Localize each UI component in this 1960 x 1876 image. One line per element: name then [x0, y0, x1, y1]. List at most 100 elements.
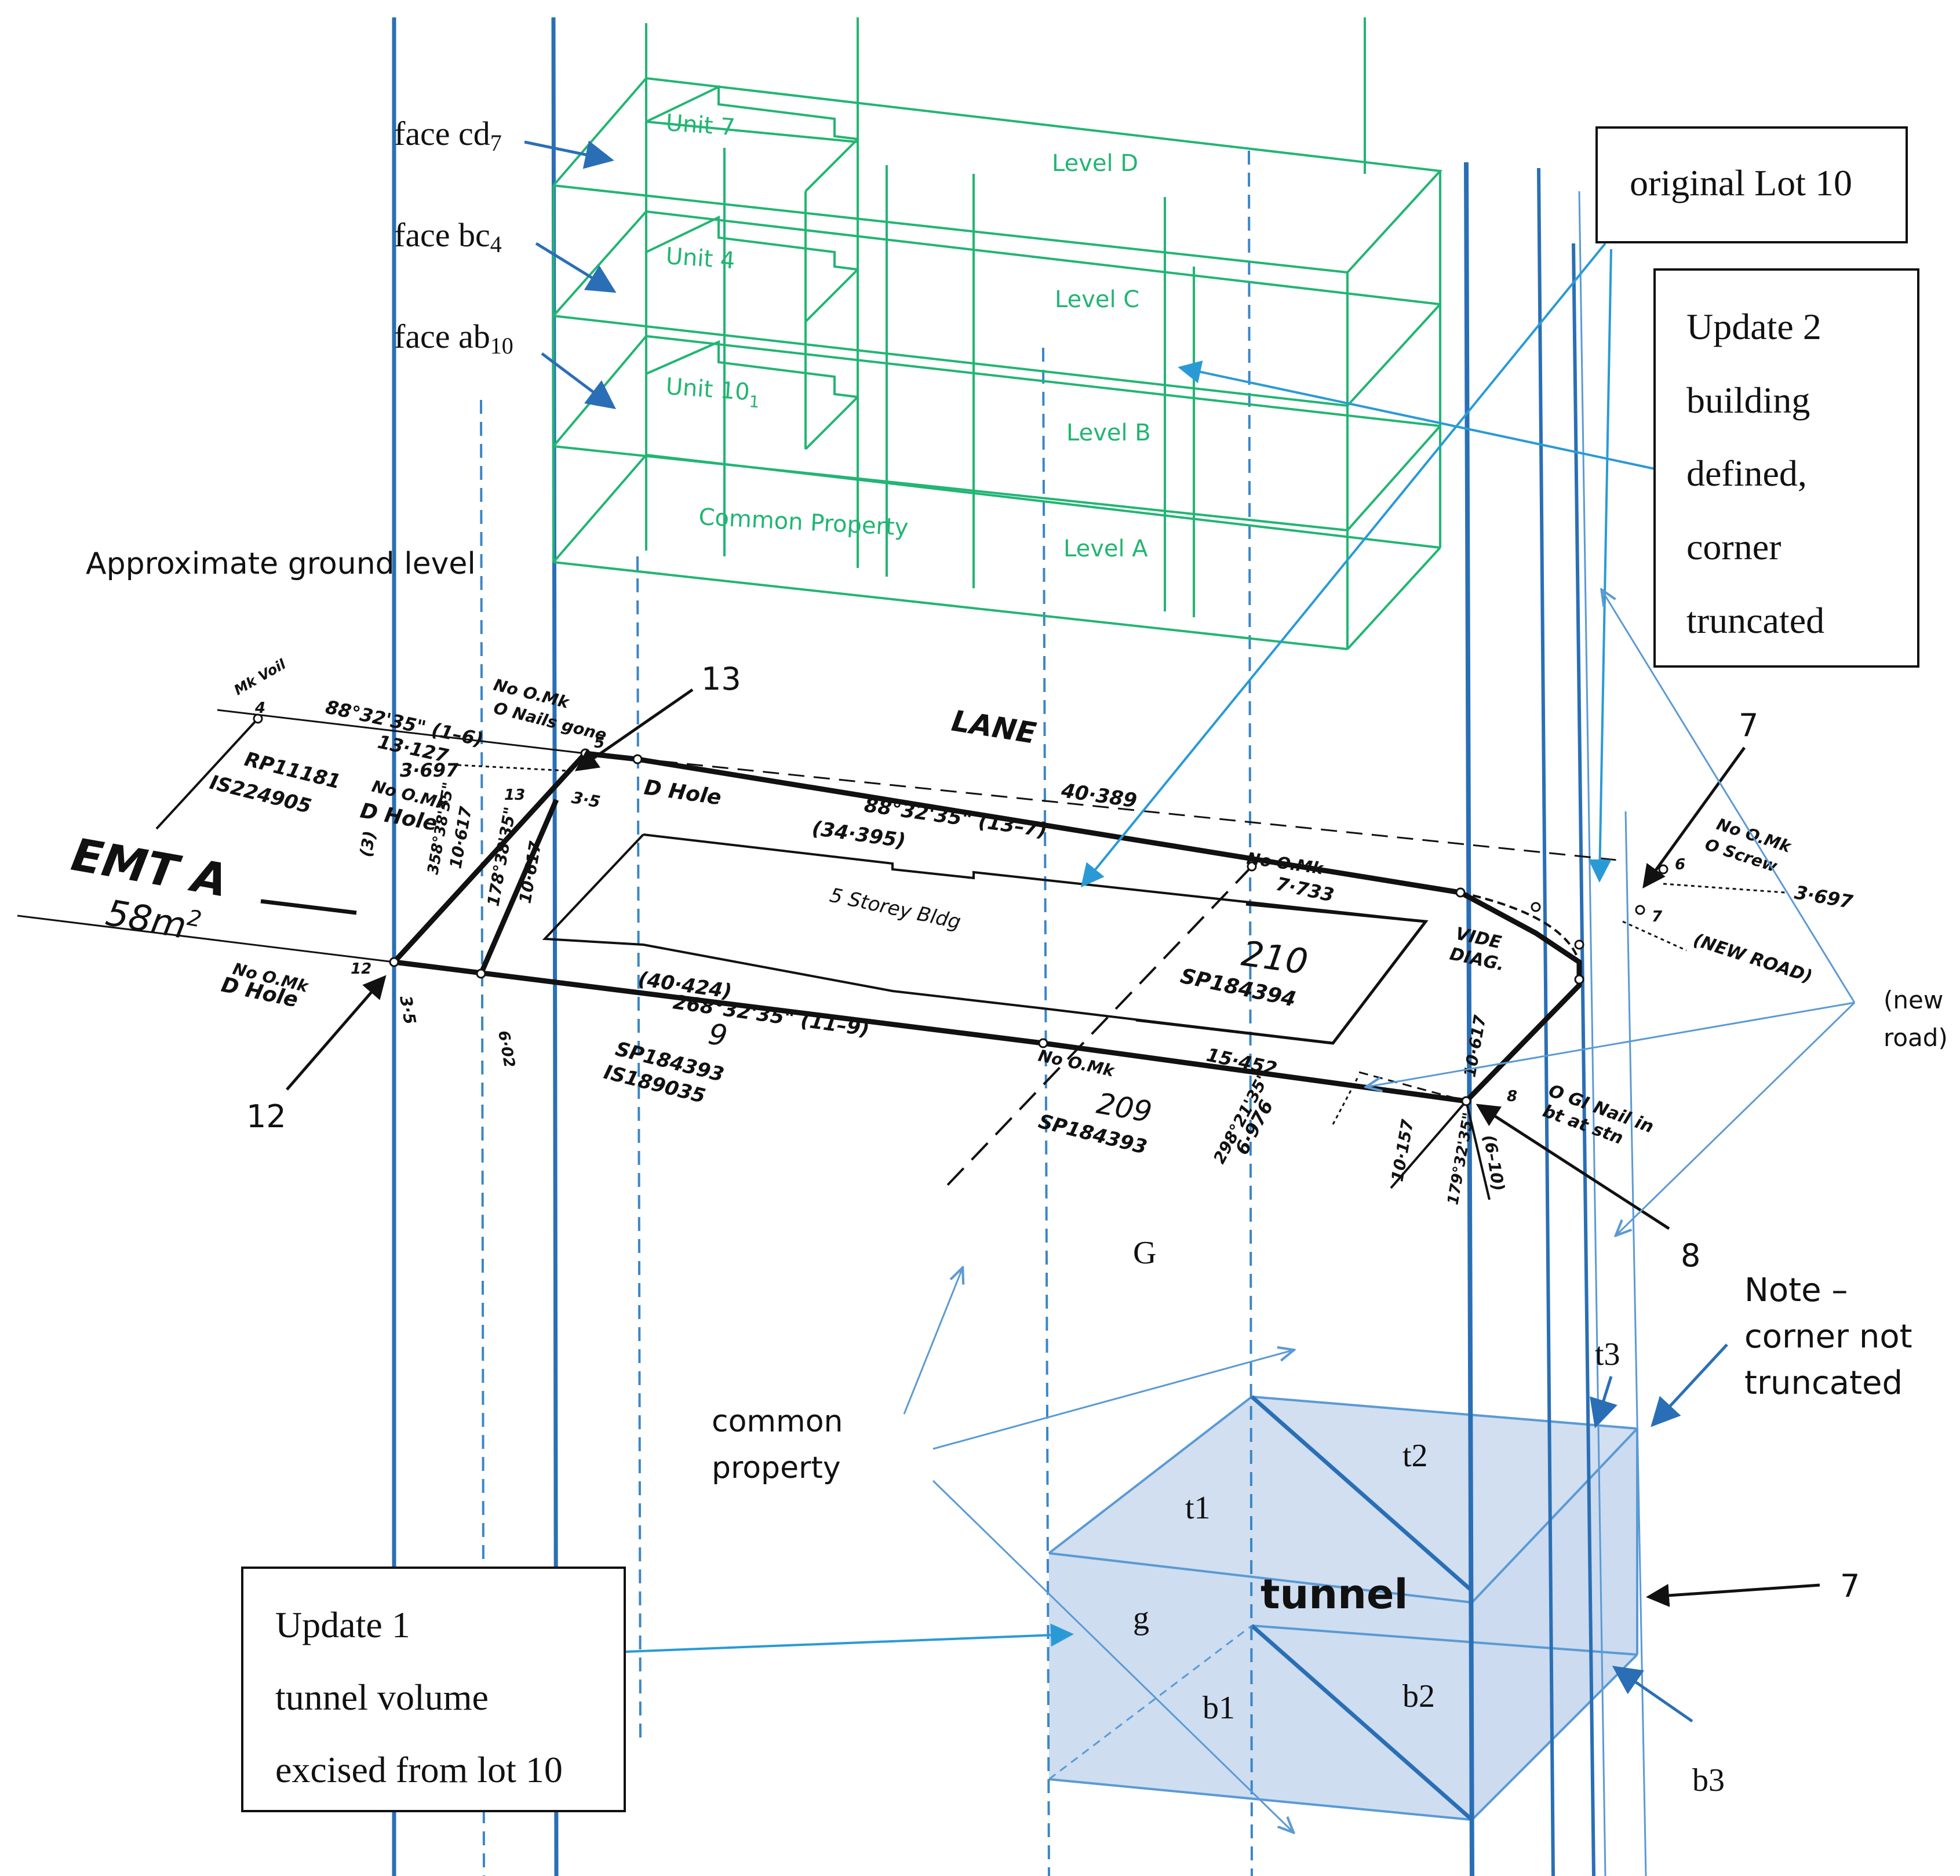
callout-8-label: 8 [1681, 1237, 1700, 1274]
survey-marks [253, 713, 1668, 1106]
level-c-label: Level C [1055, 286, 1139, 313]
original-lot-arrow-2 [1588, 249, 1612, 883]
dist-top-label: (34·395) [811, 817, 907, 853]
lane-label: LANE [949, 704, 1039, 751]
callout-7-top-label: 7 [1739, 707, 1758, 744]
brg-3-label: (3) [356, 829, 379, 858]
level-a-label: Level A [1063, 536, 1148, 562]
lane-dist-label: 40·389 [1059, 779, 1138, 813]
common-property-label-1: common [712, 1404, 843, 1439]
new-road-plan-label: (NEW ROAD) [1691, 930, 1815, 987]
dist-10617-b-label: 10·617 [515, 840, 545, 905]
ground-level-label: Approximate ground level [86, 547, 476, 581]
t3-label: t3 [1595, 1336, 1620, 1372]
dist-35-label: 3·5 [570, 788, 602, 811]
misc-labels: (new road) G common property Note – corn… [712, 986, 1948, 1798]
callout-numbers: 13 12 7 8 7 [246, 661, 1860, 1604]
original-lot-text: original Lot 10 [1630, 162, 1852, 203]
update2-arrow [1178, 360, 1658, 471]
annotation-arrows [625, 242, 1658, 1653]
g-upper-label: G [1133, 1235, 1156, 1271]
update2-line-1: Update 2 [1686, 306, 1821, 347]
face-cd-label: face cd7 [394, 115, 502, 156]
pt-5-label: 5 [594, 734, 604, 752]
face-labels: face cd7 face bc4 face ab10 [394, 115, 617, 409]
emt-a-label: EMT A [68, 829, 232, 908]
note-label-1: Note – [1744, 1272, 1848, 1309]
dist-7733-label: 7·733 [1274, 873, 1336, 906]
bldg-label: 5 Storey Bldg [828, 884, 963, 934]
lot-210-label: 210 [1239, 934, 1310, 983]
tunnel-front-face [1049, 1553, 1472, 1820]
dist-35b-label: 3·5 [396, 994, 420, 1026]
dist-3697-right-label: 3·697 [1793, 881, 1855, 913]
level-b-label: Level B [1066, 420, 1151, 446]
pt-12-label: 12 [351, 960, 371, 978]
lot-9-label: 9 [706, 1017, 730, 1054]
update2-line-4: corner [1686, 526, 1781, 567]
t1-label: t1 [1185, 1490, 1211, 1526]
pt-6-label: 6 [1675, 856, 1685, 873]
tunnel-volume [1048, 1395, 1638, 1822]
note-label-3: truncated [1744, 1364, 1903, 1402]
face-cd-arrow [524, 140, 614, 169]
unit-4-label: Unit 4 [665, 243, 736, 274]
dist-602-label: 6·02 [494, 1029, 518, 1069]
update1-arrow [625, 1623, 1074, 1653]
update2-line-5: truncated [1686, 600, 1824, 641]
b2-label: b2 [1402, 1678, 1435, 1714]
dist-3697-left-label: 3·697 [400, 759, 459, 781]
lot-209-label: 209 [1094, 1087, 1154, 1130]
update1-line-2: tunnel volume [275, 1677, 489, 1718]
unit-10-label: Unit 101 [665, 373, 761, 411]
update2-line-2: building [1686, 380, 1810, 421]
pt-4-label: 4 [254, 700, 265, 717]
update1-box: Update 1 tunnel volume excised from lot … [241, 1567, 626, 1812]
b3-label: b3 [1692, 1762, 1725, 1798]
original-lot-arrow-1 [1080, 242, 1606, 888]
dist-15452-label: 15·452 [1204, 1044, 1279, 1080]
dist-10157-label: 10·157 [1387, 1118, 1417, 1183]
callout-13-label: 13 [701, 661, 741, 697]
new-road-label-2: road) [1884, 1023, 1948, 1052]
mk-voil-label: Mk Voil [231, 656, 289, 699]
update1-line-1: Update 1 [275, 1604, 410, 1645]
building-wireframe [552, 17, 1443, 650]
callout-13-arrow [574, 688, 694, 771]
tunnel-top-face [1049, 1397, 1637, 1602]
face-bc-label: face bc4 [394, 216, 502, 257]
new-road-label-1: (new [1884, 986, 1943, 1014]
update1-line-3: excised from lot 10 [275, 1749, 563, 1790]
pt-8-label: 8 [1507, 1088, 1517, 1105]
common-property-label-2: property [712, 1451, 841, 1485]
g-lower-label: g [1133, 1600, 1149, 1636]
b1-label: b1 [1203, 1690, 1235, 1726]
callout-12-arrow [286, 975, 387, 1091]
pt-7-label: 7 [1652, 908, 1663, 926]
update2-box: Update 2 building defined, corner trunca… [1653, 268, 1919, 668]
original-lot-box: original Lot 10 [1595, 126, 1908, 243]
note-label-2: corner not [1744, 1318, 1912, 1356]
tunnel-side-face [1472, 1429, 1637, 1820]
survey-plan [17, 709, 1786, 1200]
callout-12-label: 12 [246, 1098, 286, 1135]
unit-7-label: Unit 7 [665, 110, 736, 141]
dhole-1-label: D Hole [643, 775, 723, 810]
face-ab-label: face ab10 [394, 318, 513, 359]
note-arrow [1651, 1343, 1728, 1427]
note-arrows [1590, 1343, 1728, 1723]
update2-line-3: defined, [1686, 453, 1807, 494]
callout-8-arrow [1476, 1103, 1670, 1230]
face-ab-arrow [541, 352, 616, 409]
survey-text: LANE EMT A 58m2 5 Storey Bldg 210 SP1843… [68, 656, 1855, 1207]
light-arrows [903, 591, 1856, 1831]
common-property-building-label: Common Property [698, 504, 909, 541]
brg-1793235-label: 179°32'35" [1444, 1111, 1478, 1206]
black-callouts [286, 688, 1820, 1607]
b3-arrow [1612, 1666, 1693, 1723]
t3-arrow [1590, 1376, 1617, 1429]
level-d-label: Level D [1052, 150, 1138, 177]
face-bc-arrow [535, 242, 617, 293]
brg-610-label: (6–10) [1480, 1133, 1509, 1192]
